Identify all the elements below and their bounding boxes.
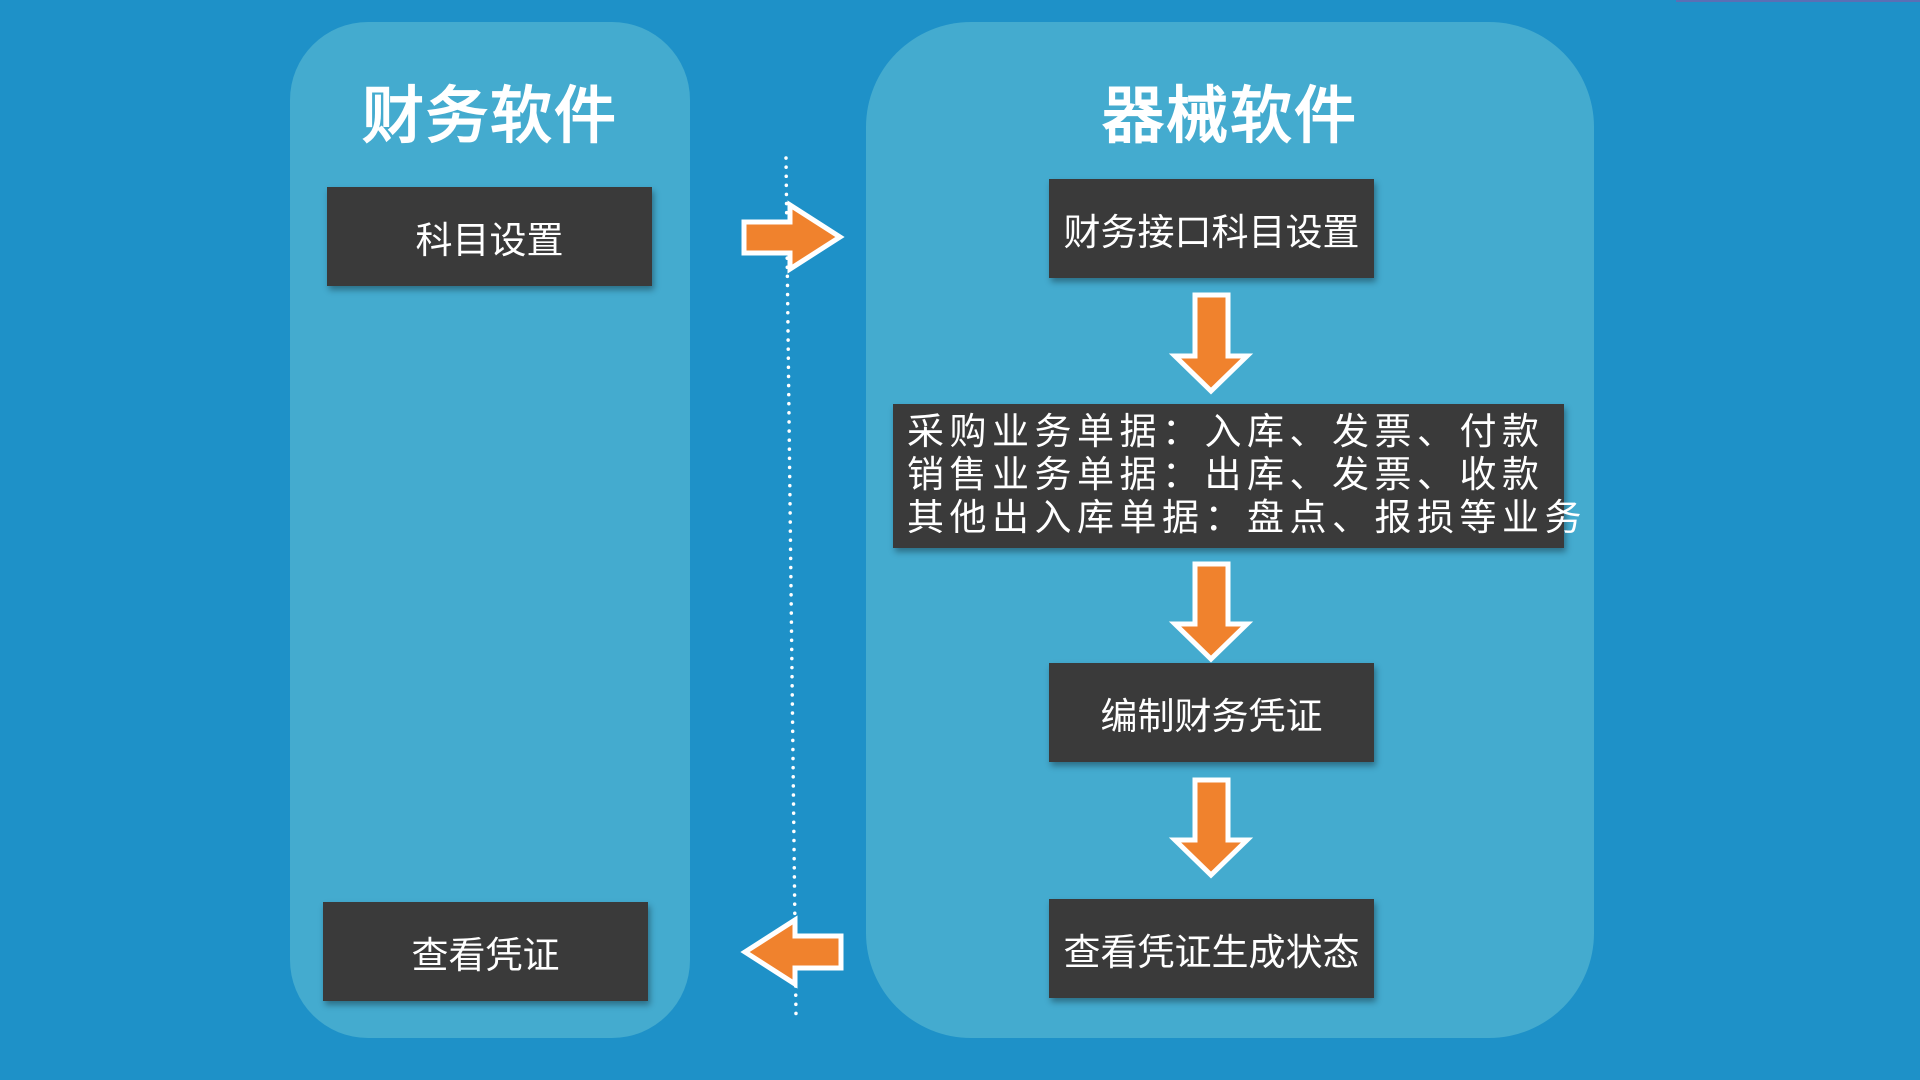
arrow-down-icon: [1168, 777, 1254, 879]
business-documents-box: 采购业务单据：入库、发票、付款 销售业务单据：出库、发票、收款 其他出入库单据：…: [893, 404, 1587, 548]
purchase-documents-line: 采购业务单据：入库、发票、付款: [907, 410, 1545, 453]
other-inout-documents-line: 其他出入库单据：盘点、报损等业务: [907, 496, 1587, 539]
top-edge-accent: [1676, 0, 1920, 2]
device-software-title: 器械软件: [1101, 79, 1358, 152]
account-setup-box: 科目设置: [327, 187, 652, 286]
sales-documents-line: 销售业务单据：出库、发票、收款: [907, 453, 1545, 496]
interface-account-setup-box: 财务接口科目设置: [1049, 179, 1374, 278]
dotted-divider-line: [784, 156, 798, 1018]
compile-voucher-box: 编制财务凭证: [1049, 663, 1374, 762]
finance-software-title: 财务软件: [361, 79, 618, 152]
arrow-left-icon: [740, 915, 844, 989]
arrow-down-icon: [1168, 292, 1254, 395]
arrow-right-icon: [741, 200, 845, 274]
voucher-status-box: 查看凭证生成状态: [1049, 899, 1374, 998]
view-voucher-box: 查看凭证: [323, 902, 648, 1001]
arrow-down-icon: [1168, 561, 1254, 663]
